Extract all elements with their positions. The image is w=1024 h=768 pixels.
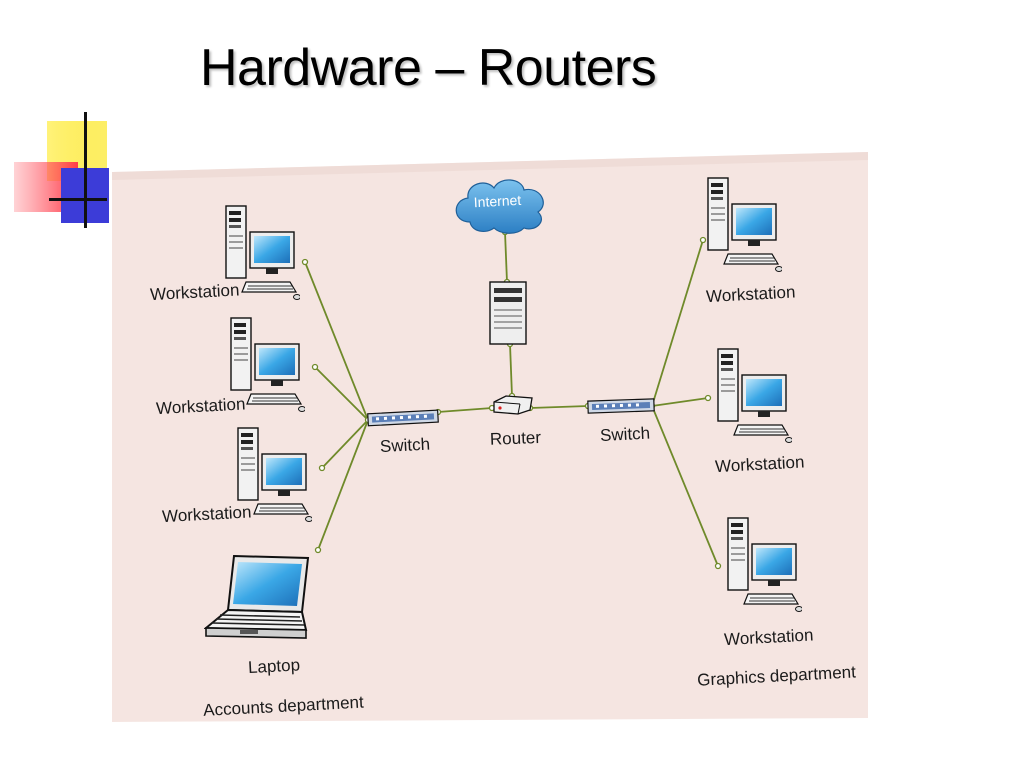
internet-cloud: Internet (455, 179, 544, 234)
switch-right-label: Switch (600, 424, 651, 446)
switch-icon (367, 409, 439, 427)
cable-router-switch-right (529, 405, 589, 409)
cable-ws1 (304, 261, 369, 421)
slide-title: Hardware – Routers (200, 39, 657, 97)
workstation-label-2: Workstation (156, 394, 246, 418)
workstation-label-1: Workstation (150, 280, 240, 304)
workstation-label-6: Workstation (724, 625, 814, 649)
decor-vertical-rule (84, 112, 87, 228)
workstation-label-3: Workstation (162, 502, 252, 526)
cable-server-router (509, 343, 513, 397)
server-icon (489, 281, 527, 345)
cable-internet-server (504, 231, 508, 283)
switch-left-label: Switch (380, 435, 431, 457)
laptop-label: Laptop (248, 655, 301, 677)
cloud-label: Internet (473, 192, 521, 210)
cable-ws3 (321, 419, 369, 469)
cable-ws6 (651, 405, 719, 567)
cloud-icon (455, 179, 544, 234)
cable-switch-left-router (437, 407, 493, 413)
workstation-label-4: Workstation (706, 282, 796, 306)
router-icon (493, 395, 533, 415)
switch-icon (587, 398, 655, 414)
cables (304, 231, 719, 567)
cable-ws5 (651, 397, 709, 407)
workstation-label-5: Workstation (715, 452, 805, 476)
cable-ws4 (651, 239, 704, 407)
router-label: Router (490, 428, 542, 449)
cable-ws2 (314, 366, 369, 421)
cable-laptop (317, 419, 369, 551)
paper-shadow (112, 152, 868, 180)
decor-horizontal-rule (49, 198, 107, 201)
